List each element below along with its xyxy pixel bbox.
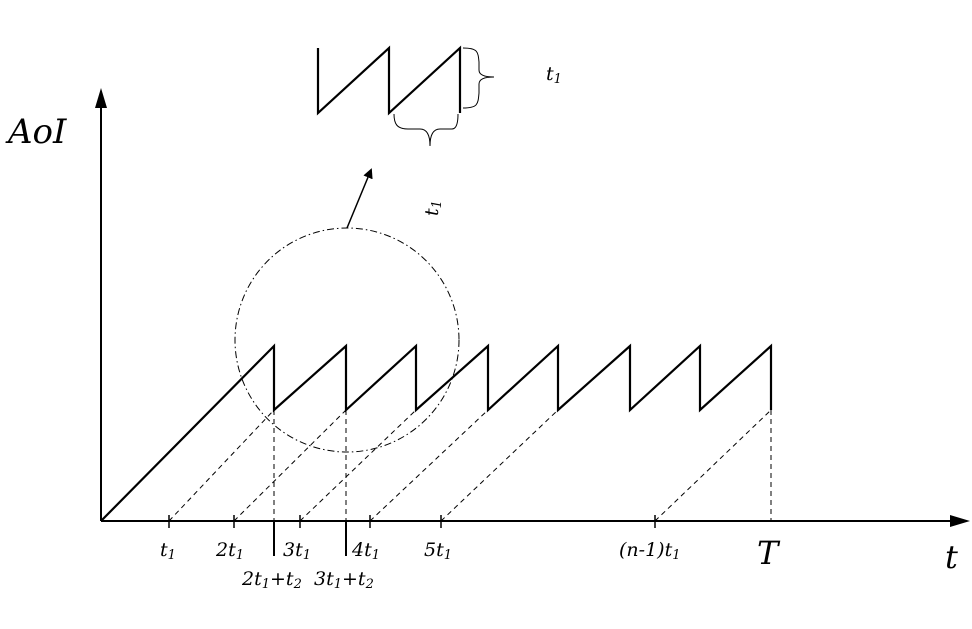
aoi-sawtooth-curve [100,343,773,522]
dashed-diagonal [369,409,489,522]
inset-height-brace [462,47,495,109]
tick-label-n-1-t1: (n-1)t1 [619,539,681,563]
dashed-diagonal [440,409,559,522]
x-axis-arrow [950,515,970,527]
tick-marks [168,515,656,556]
tick-label-2t1: 2t1 [215,539,244,563]
dashed-diagonal [233,409,347,522]
y-axis-label: AoI [5,112,67,152]
zoom-pointer-arrow [346,168,373,229]
inset-sawtooth [316,45,462,116]
y-axis-arrow [95,88,107,108]
dashed-guides [168,409,772,522]
dashed-diagonal [654,409,772,522]
inset-width-label: t1 [421,200,445,216]
tick-label-3t1-plus-t2: 3t1+t2 [314,568,374,592]
tick-label-5t1: 5t1 [424,539,452,563]
dashed-diagonal [168,409,275,522]
x-axis-label: t [945,538,958,576]
tick-label-t1: t1 [160,539,176,563]
zoom-circle [234,227,460,453]
tick-label-3t1: 3t1 [283,539,311,563]
dashed-diagonal [299,409,417,522]
tick-label-T: T [757,534,781,572]
inset-height-label: t1 [546,63,562,87]
tick-label-2t1-plus-t2: 2t1+t2 [241,568,302,592]
tick-label-4t1: 4t1 [351,539,380,563]
inset-width-brace [393,113,459,147]
